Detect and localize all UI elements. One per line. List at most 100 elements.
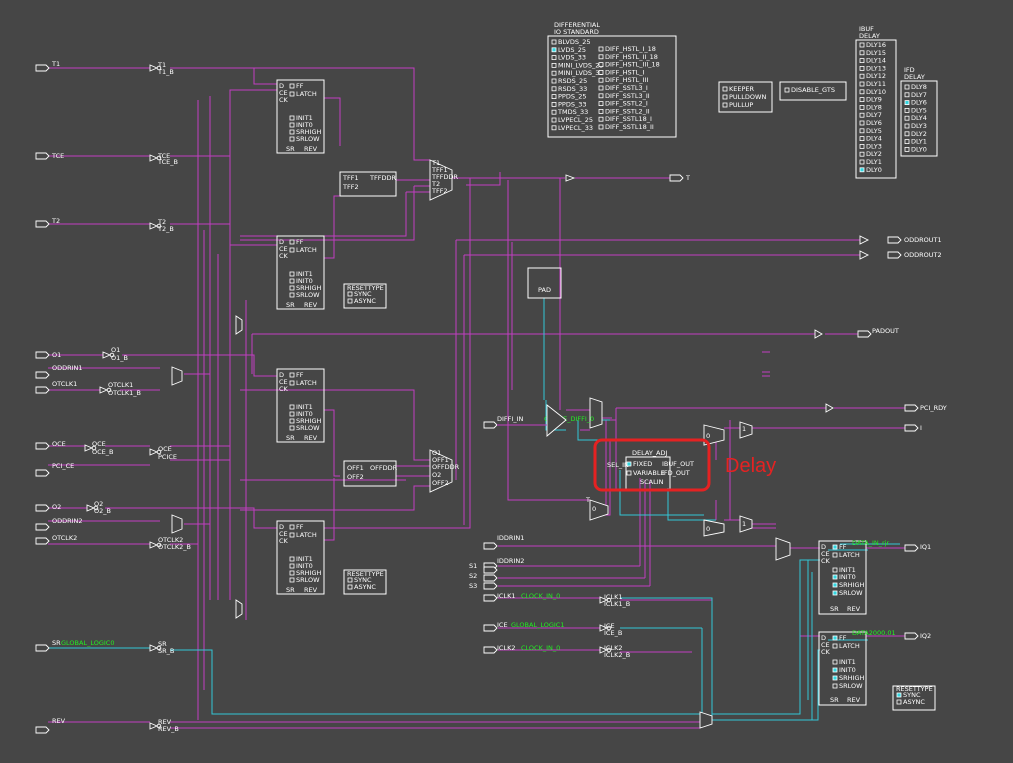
option-row[interactable]: LVDS_25 [551, 46, 586, 54]
mux-i-1[interactable]: 0 [703, 424, 725, 446]
async-checkbox[interactable] [347, 298, 353, 304]
option-row[interactable]: LVPECL_25 [551, 116, 593, 124]
option-checkbox[interactable] [859, 105, 865, 110]
option-checkbox[interactable] [904, 123, 910, 129]
option-row[interactable]: DLY10 [859, 88, 886, 96]
disable-gts-checkbox[interactable] [784, 87, 790, 93]
input-pin-s1[interactable]: S1 [469, 562, 498, 574]
option-row[interactable]: RSDS_33 [551, 85, 587, 93]
output-pin-iq1[interactable]: IQ1 [904, 543, 931, 552]
mux-sel[interactable] [859, 250, 870, 260]
option-row[interactable]: DLY7 [904, 91, 927, 99]
option-checkbox[interactable] [598, 85, 604, 91]
mux-iq-1[interactable]: 0 [703, 519, 725, 537]
option-row[interactable]: TMDS_33 [551, 108, 588, 116]
option-row[interactable]: RSDS_25 [551, 77, 587, 85]
input-pin-o2[interactable]: O2 [35, 503, 61, 512]
mux-sel[interactable] [235, 315, 243, 335]
option-checkbox[interactable] [904, 100, 910, 105]
option-checkbox[interactable] [551, 117, 557, 123]
option-row[interactable]: DLY4 [904, 114, 927, 122]
variable-checkbox[interactable] [626, 470, 632, 476]
option-checkbox[interactable] [859, 58, 865, 63]
input-pin-rev[interactable]: REV [35, 717, 66, 734]
option-row[interactable]: DIFF_SSTL2_II [598, 107, 650, 115]
option-row[interactable]: DLY2 [859, 150, 882, 158]
option-row[interactable]: DLY3 [904, 122, 927, 130]
option-checkbox[interactable] [859, 120, 865, 126]
input-pin-otclk1[interactable]: OTCLK1 [35, 380, 77, 394]
option-checkbox[interactable] [904, 108, 910, 113]
oddr-mux-2[interactable] [171, 514, 183, 534]
option-checkbox[interactable] [904, 84, 910, 90]
option-row[interactable]: DLY1 [904, 138, 927, 146]
keeper-checkbox[interactable] [722, 86, 728, 92]
latch-checkbox[interactable] [832, 643, 838, 649]
mux-sel[interactable] [565, 174, 576, 182]
input-pin-oce[interactable]: OCE [35, 440, 66, 450]
mux-rev[interactable] [699, 711, 713, 729]
option-checkbox[interactable] [859, 167, 865, 173]
option-checkbox[interactable] [904, 115, 910, 121]
option-row[interactable]: DLY2 [904, 130, 927, 138]
mux-t[interactable]: 0T [585, 496, 609, 521]
pullup-checkbox[interactable] [722, 102, 728, 108]
option-checkbox[interactable] [551, 70, 557, 76]
option-row[interactable]: DIFF_HSTL_III_18 [598, 61, 660, 69]
option-row[interactable]: DLY9 [859, 96, 882, 104]
option-row[interactable]: DLY3 [859, 142, 882, 150]
ff-checkbox[interactable] [832, 544, 838, 550]
option-checkbox[interactable] [551, 55, 557, 60]
option-row[interactable]: DIFF_HSTL_II_18 [598, 53, 658, 61]
option-checkbox[interactable] [598, 70, 604, 75]
option-row[interactable]: DIFF_SSTL18_II [598, 123, 654, 131]
output-pin-t[interactable]: T [669, 174, 690, 182]
mux-i-2[interactable]: 1 [739, 421, 753, 439]
output-pin-oddrout2[interactable]: ODDROUT2 [887, 251, 942, 259]
latch-checkbox[interactable] [832, 552, 838, 558]
mux-iq-3[interactable] [775, 537, 791, 561]
option-checkbox[interactable] [859, 151, 865, 157]
option-checkbox[interactable] [859, 66, 865, 71]
option-checkbox[interactable] [904, 131, 910, 137]
option-row[interactable]: DLY0 [904, 145, 927, 153]
option-checkbox[interactable] [859, 42, 865, 48]
option-checkbox[interactable] [859, 159, 865, 165]
option-checkbox[interactable] [859, 81, 865, 87]
option-checkbox[interactable] [551, 86, 557, 92]
option-row[interactable]: DLY8 [904, 83, 927, 91]
option-row[interactable]: BLVDS_25 [551, 38, 590, 46]
option-checkbox[interactable] [859, 73, 865, 79]
option-row[interactable]: MINI_LVDS_33 [551, 69, 604, 77]
async-checkbox[interactable] [896, 699, 902, 705]
option-checkbox[interactable] [859, 112, 865, 118]
option-checkbox[interactable] [551, 125, 557, 131]
option-row[interactable]: DLY11 [859, 80, 886, 88]
mux-sel[interactable] [814, 329, 823, 339]
sync-checkbox[interactable] [896, 692, 902, 698]
option-checkbox[interactable] [598, 77, 604, 83]
input-pin-tce[interactable]: TCE [35, 152, 64, 160]
option-checkbox[interactable] [551, 109, 557, 115]
pulldown-checkbox[interactable] [722, 94, 728, 100]
option-row[interactable]: DLY4 [859, 135, 882, 143]
option-row[interactable]: DLY1 [859, 158, 882, 166]
option-row[interactable]: DIFF_SSTL18_I [598, 115, 652, 123]
mux-iq-2[interactable]: 1 [739, 515, 753, 533]
fixed-checkbox[interactable] [626, 461, 632, 467]
option-row[interactable]: DIFF_SSTL2_I [598, 100, 648, 108]
option-row[interactable]: DLY7 [859, 111, 882, 119]
input-pin-diffi-in[interactable]: DIFFI_IN [483, 415, 523, 429]
option-checkbox[interactable] [551, 102, 557, 107]
